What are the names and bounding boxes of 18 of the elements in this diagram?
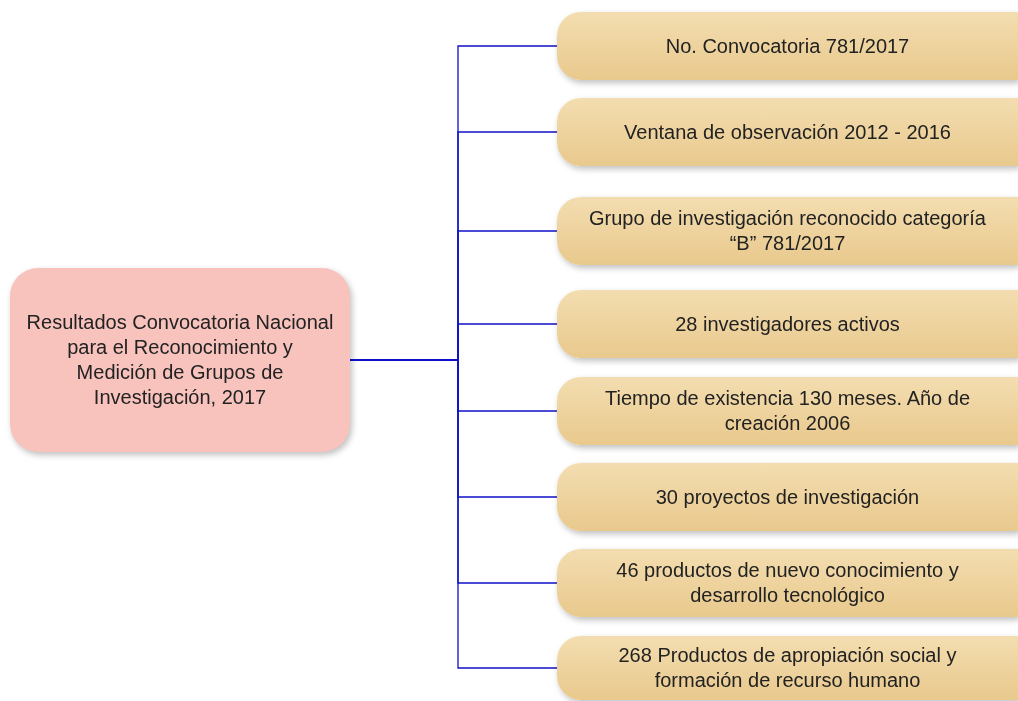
result-text: 46 productos de nuevo conocimiento y desarrollo tecnológico <box>615 558 960 608</box>
title-text: Resultados Convocatoria Nacional para el Reconocimiento y Medición de Grupos de Investigación, 2017 <box>26 310 334 410</box>
result-box <box>557 197 1018 265</box>
result-text: No. Convocatoria 781/2017 <box>665 33 910 59</box>
result-box <box>557 636 1018 700</box>
result-box <box>557 12 1018 80</box>
result-box <box>557 463 1018 531</box>
result-box <box>557 290 1018 358</box>
result-text: 268 Productos de apropiación social y formación de recurso humano <box>617 643 958 693</box>
result-text: 30 proyectos de investigación <box>655 484 920 510</box>
result-text: Tiempo de existencia 130 meses. Año de creación 2006 <box>604 386 971 436</box>
result-box <box>557 549 1018 617</box>
result-box <box>557 98 1018 166</box>
result-text: Grupo de investigación reconocido categoría “B” 781/2017 <box>588 206 987 256</box>
result-box <box>557 377 1018 445</box>
result-text: Ventana de observación 2012 - 2016 <box>624 119 951 145</box>
title-box <box>10 268 350 452</box>
result-text: 28 investigadores activos <box>675 311 900 337</box>
